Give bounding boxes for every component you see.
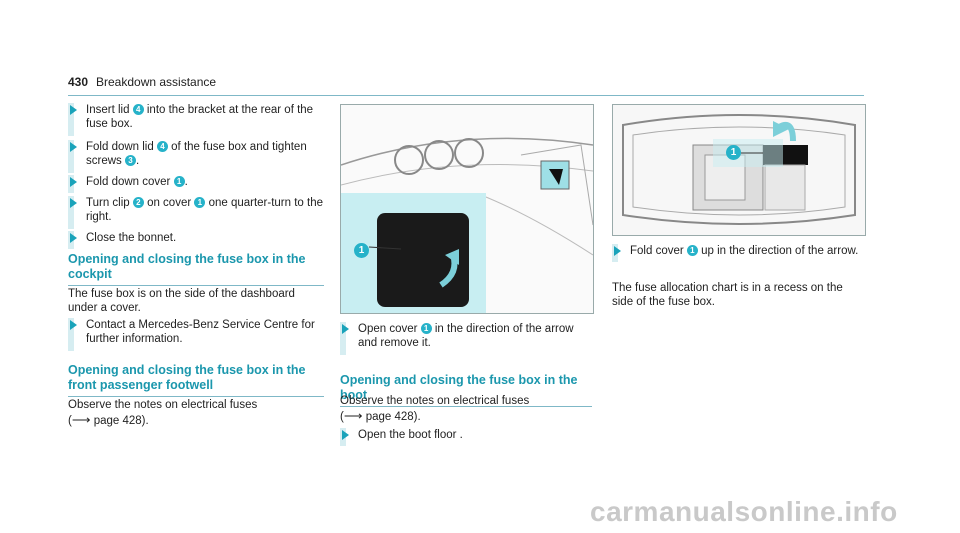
step-arrow-icon — [70, 320, 77, 330]
badge-4: 4 — [156, 141, 168, 152]
badge-1: 1 — [173, 176, 185, 187]
badge-2: 2 — [132, 197, 144, 208]
watermark: carmanualsonline.info — [590, 496, 898, 527]
header-rule — [68, 95, 864, 96]
boot-ref[interactable]: (⟶ page 428). — [340, 408, 421, 423]
badge-1: 1 — [686, 245, 698, 256]
step-open-cover: Open cover 1 in the direction of the arr… — [340, 322, 592, 355]
step-contact-service: Contact a Mercedes-Benz Service Centre f… — [68, 318, 323, 351]
badge-3: 3 — [124, 155, 136, 167]
step-fold-cover: Fold down cover 1. — [68, 175, 323, 194]
step-insert-lid: Insert lid 4 into the bracket at the rea… — [68, 103, 323, 136]
heading-footwell: Opening and closing the fuse box in the … — [68, 363, 324, 397]
badge-1: 1 — [194, 197, 206, 208]
step-arrow-icon — [70, 105, 77, 115]
step-arrow-icon — [70, 233, 77, 243]
boot-illustration — [622, 114, 856, 225]
badge-1: 1 — [420, 323, 432, 334]
step-arrow-icon — [70, 198, 77, 208]
heading-boot: Opening and closing the fuse box in the … — [340, 373, 592, 407]
figure-cockpit: 1 — [340, 104, 594, 314]
section-title: Breakdown assistance — [96, 75, 217, 89]
cross-ref-arrow-icon: ⟶ — [71, 412, 91, 427]
footwell-ref[interactable]: (⟶ page 428). — [68, 412, 149, 427]
figure-badge-1: 1 — [726, 145, 741, 160]
step-arrow-icon — [342, 324, 349, 334]
step-turn-clip: Turn clip 2 on cover 1 one quarter-turn … — [68, 196, 323, 229]
page-number: 430 — [68, 75, 89, 89]
step-arrow-icon — [614, 246, 621, 256]
figure-boot: 1 — [612, 104, 866, 236]
heading-cockpit: Opening and closing the fuse box in the … — [68, 252, 324, 286]
boot-text: Observe the notes on electrical fuses — [340, 395, 530, 407]
cockpit-illustration — [341, 137, 593, 313]
cockpit-text: The fuse box is on the side of the dashb… — [68, 288, 295, 315]
step-arrow-icon — [70, 142, 77, 152]
figure-badge-1: 1 — [354, 243, 369, 258]
step-arrow-icon — [342, 430, 349, 440]
footwell-text: Observe the notes on electrical fuses — [68, 399, 258, 411]
step-fold-lid: Fold down lid 4 of the fuse box and tigh… — [68, 140, 323, 173]
step-arrow-icon — [70, 177, 77, 187]
step-open-boot-floor: Open the boot floor . — [340, 428, 592, 447]
cross-ref-arrow-icon: ⟶ — [343, 408, 363, 423]
step-fold-cover-up: Fold cover 1 up in the direction of the … — [612, 244, 864, 263]
step-close-bonnet: Close the bonnet. — [68, 231, 323, 250]
badge-4: 4 — [132, 104, 144, 115]
fuse-chart-text: The fuse allocation chart is in a recess… — [612, 282, 843, 309]
